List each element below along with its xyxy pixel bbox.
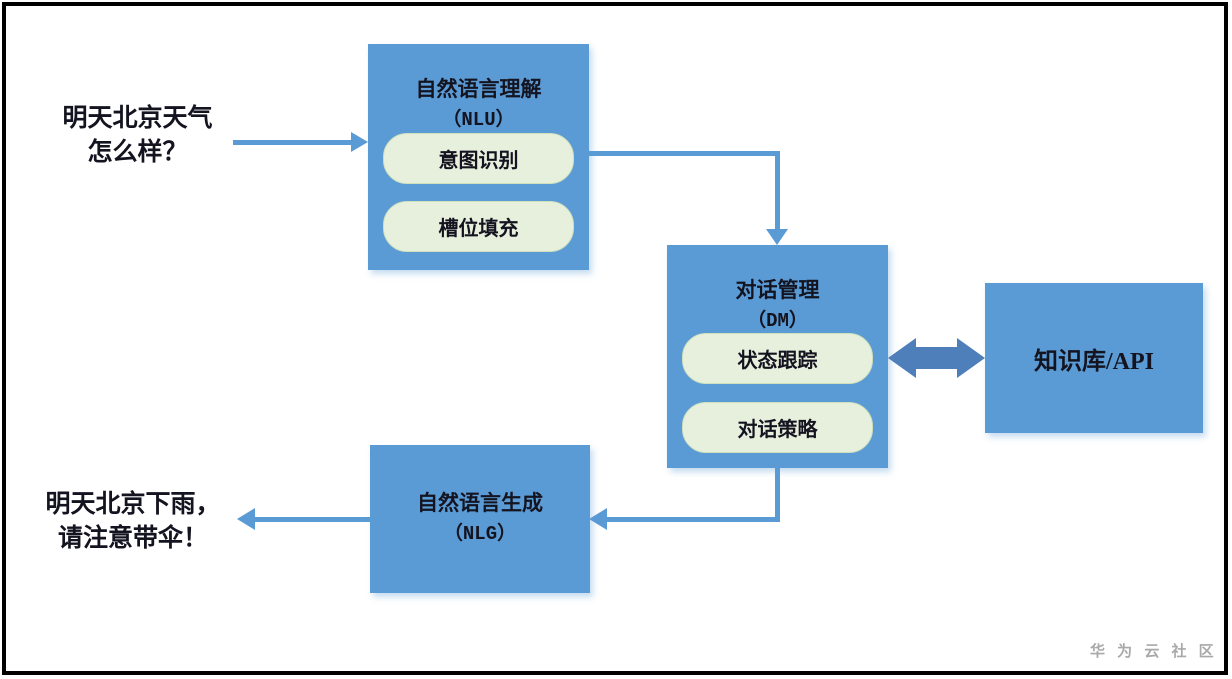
dm-title-wrap: 对话管理 （DM） [667,275,888,337]
nlu-module-intent-recognition: 意图识别 [383,133,574,184]
output-utterance-text: 明天北京下雨， 请注意带伞！ [28,488,238,556]
output-utterance-line2: 请注意带伞！ [57,525,208,552]
arrow-dm-kb-right-head-icon [957,338,985,378]
input-utterance-line2: 怎么样？ [87,139,188,166]
nlu-title: 自然语言理解 [415,77,542,101]
nlg-subtitle: （NLG） [443,523,517,545]
dm-box: 对话管理 （DM） 状态跟踪 对话策略 [667,245,888,468]
arrow-dm-to-nlg-hsegment [604,517,780,522]
arrow-dm-to-nlg-head-icon [589,508,607,530]
nlu-module-slot-filling: 槽位填充 [383,201,574,252]
arrow-input-to-nlu-line [233,140,353,145]
nlg-title-wrap: 自然语言生成 （NLG） [370,445,590,593]
arrow-input-to-nlu-head-icon [351,132,368,152]
arrow-nlu-to-dm-head-icon [766,229,788,245]
nlu-title-wrap: 自然语言理解 （NLU） [368,74,589,136]
nlg-title: 自然语言生成 [417,491,543,515]
input-utterance-line1: 明天北京天气 [62,105,213,132]
arrow-nlg-to-output-line [253,517,370,522]
arrow-dm-kb-bidirectional-icon [888,338,985,378]
arrow-nlg-to-output-head-icon [237,508,255,530]
dm-module-dialogue-policy: 对话策略 [682,402,873,453]
dm-title: 对话管理 [735,278,820,302]
nlu-subtitle: （NLU） [442,109,515,131]
kb-api-box: 知识库/API [985,283,1203,433]
huawei-cloud-watermark: 华 为 云 社 区 [1090,643,1218,660]
arrow-dm-to-nlg-vsegment [775,468,780,521]
dm-module-state-tracking: 状态跟踪 [682,333,873,384]
input-utterance-text: 明天北京天气 怎么样？ [35,102,240,170]
arrow-dm-kb-bar [914,347,959,369]
arrow-dm-kb-left-head-icon [888,338,916,378]
nlg-box: 自然语言生成 （NLG） [370,445,590,593]
arrow-nlu-to-dm-vsegment [775,151,780,230]
nlu-box: 自然语言理解 （NLU） 意图识别 槽位填充 [368,44,589,270]
arrow-nlu-to-dm-hsegment [589,151,780,156]
dm-subtitle: （DM） [747,310,808,332]
output-utterance-line1: 明天北京下雨， [45,491,221,518]
kb-api-label: 知识库/API [1034,348,1154,375]
